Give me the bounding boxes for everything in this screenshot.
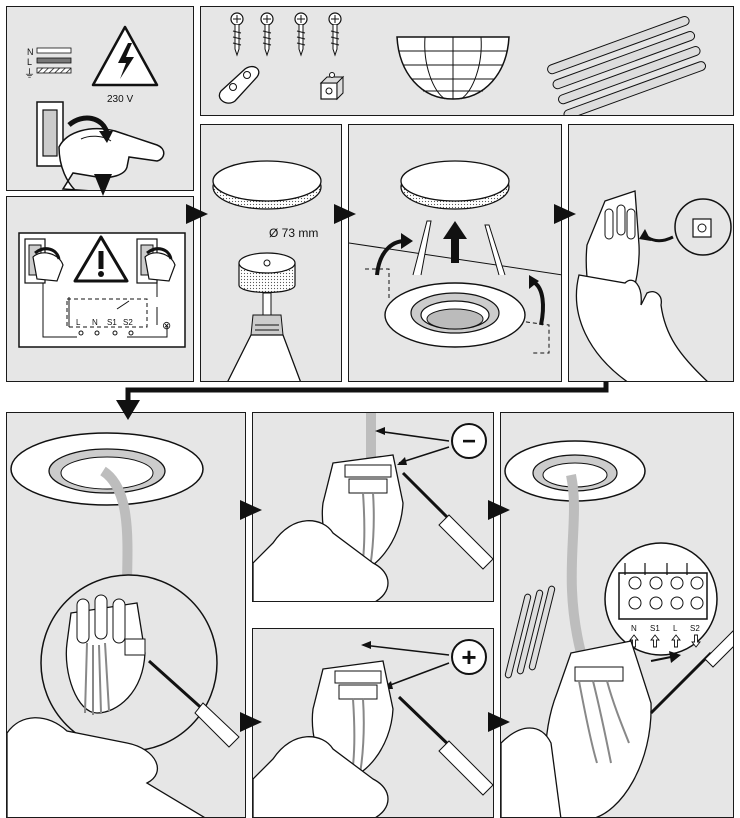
rotate-arrow-icon <box>67 115 110 134</box>
hand-icon <box>7 717 205 817</box>
drill-icon <box>227 314 301 381</box>
increase-symbol-circle <box>451 639 487 675</box>
decrease-symbol: − <box>462 428 476 455</box>
screwdriver-icon <box>397 695 493 796</box>
screwdriver-icon <box>649 630 733 715</box>
cable-clamp-icon <box>218 65 260 104</box>
clip-arrow-icon <box>375 233 545 326</box>
wiring-diagram: L N S1 S2 ⊗ <box>42 283 171 338</box>
terminal-s2-label: S2 <box>123 318 133 327</box>
hand-icon <box>253 736 389 817</box>
sensor-housing-icon <box>384 282 526 348</box>
panel-wiring-warning: L N S1 S2 ⊗ <box>6 196 194 382</box>
wire-label-n: N <box>27 47 34 57</box>
terminal-s1-label: S1 <box>107 318 117 327</box>
screw-icon <box>230 12 342 57</box>
wall-switch-icon <box>36 101 64 167</box>
panel-switch-off: N L ⏚ 230 V <box>6 6 194 191</box>
panel-parts <box>200 6 734 116</box>
terminal-block-icon: N S1 L S2 <box>618 563 708 648</box>
lamp-symbol: ⊗ <box>162 320 171 332</box>
cutout-diameter-label: Ø 73 mm <box>269 226 318 240</box>
panel-tighten-clamp: + <box>252 628 494 818</box>
connector-block-icon <box>692 218 712 238</box>
terminal-l-label: L <box>76 318 81 327</box>
panel-drill-hole: Ø 73 mm <box>200 124 342 382</box>
ground-symbol: ⏚ <box>24 67 35 80</box>
decrease-symbol-circle <box>451 423 487 459</box>
terminal-label-l: L <box>673 624 678 633</box>
screwdriver-icon <box>401 471 493 570</box>
switch-hand-left-icon <box>24 238 64 284</box>
wire-label-l: L <box>27 57 32 67</box>
panel-loosen-clamp: − <box>252 412 494 602</box>
panel-insert-housing <box>348 124 562 382</box>
up-arrow-icon <box>443 221 467 263</box>
terminal-label-s1: S1 <box>650 624 660 633</box>
hand-icon <box>253 520 389 601</box>
hand-icon <box>501 727 562 817</box>
terminal-direction-arrow-up <box>650 634 660 648</box>
pointer-arrows <box>375 427 450 465</box>
terminal-block-zoom-icon <box>65 594 146 715</box>
insulating-tubes-icon <box>504 585 556 679</box>
hand-icon <box>58 128 165 190</box>
warning-icon <box>73 235 129 283</box>
panel-connector <box>568 124 734 382</box>
insulating-tubes-icon <box>547 15 707 115</box>
voltage-label: 230 V <box>107 94 133 105</box>
spring-clip-icon <box>412 220 506 276</box>
sensor-lens-icon <box>396 36 510 100</box>
cable-icon <box>566 473 586 655</box>
hole-saw-icon <box>238 252 296 316</box>
connector-block-icon <box>319 72 345 101</box>
flow-connector-line <box>125 382 609 402</box>
panel-final-assembly: N S1 L S2 <box>500 412 734 818</box>
increase-symbol: + <box>461 642 476 672</box>
high-voltage-icon <box>91 25 159 87</box>
ceiling-cutout-icon <box>212 160 322 210</box>
panel-connect-wires <box>6 412 246 818</box>
terminal-n-label: N <box>92 318 98 327</box>
terminal-direction-arrow-down <box>691 634 701 648</box>
terminal-label-n: N <box>631 624 637 633</box>
terminal-label-s2: S2 <box>690 624 700 633</box>
hand-icon <box>575 274 708 381</box>
terminal-direction-arrow-up <box>671 634 681 648</box>
terminal-direction-arrow-up <box>629 634 639 648</box>
sensor-module-icon <box>544 640 652 817</box>
switch-hand-right-icon <box>136 238 176 284</box>
ceiling-plate-icon <box>400 160 510 210</box>
screwdriver-icon <box>147 659 240 748</box>
